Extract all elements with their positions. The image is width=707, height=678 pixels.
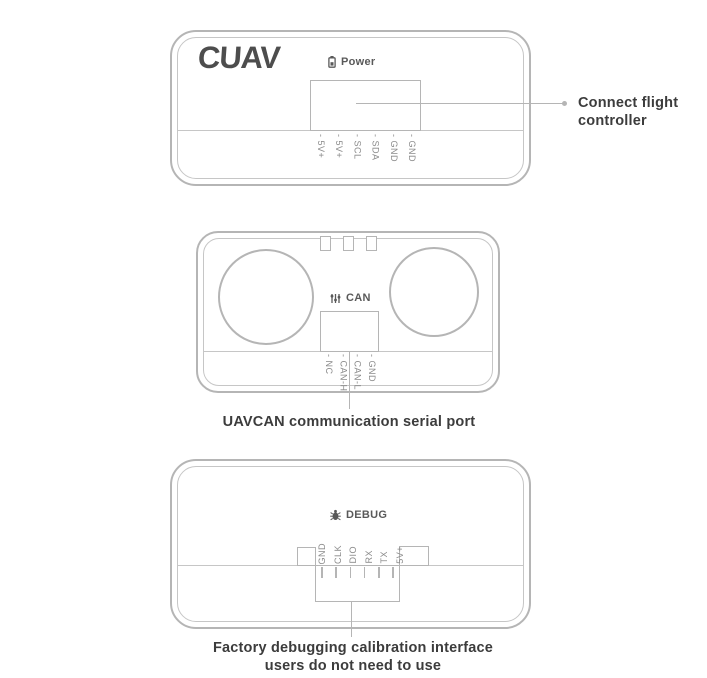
can-port-label: CAN bbox=[330, 292, 371, 304]
mount-tab-1 bbox=[320, 236, 331, 251]
debug-caption-line1: Factory debugging calibration interface bbox=[212, 640, 494, 656]
pin-label: - 5V+ bbox=[315, 134, 326, 159]
can-label-text: CAN bbox=[346, 292, 371, 304]
pin-label: - NC bbox=[323, 354, 334, 375]
mount-tab-2 bbox=[343, 236, 354, 251]
pin-label: GND bbox=[317, 542, 327, 565]
device-power-inner-outline bbox=[177, 37, 524, 179]
pin-label: - CAN-L bbox=[352, 354, 363, 391]
power-port-label: Power bbox=[328, 56, 376, 68]
pin-label: RX bbox=[363, 550, 374, 564]
debug-connector-housing bbox=[315, 565, 400, 602]
pin-label: TX bbox=[379, 551, 390, 564]
device-debug-inner-outline bbox=[177, 466, 524, 622]
connector-pin-tick bbox=[363, 567, 366, 578]
debug-connector-contacts bbox=[321, 567, 394, 578]
mount-tab-3 bbox=[366, 236, 377, 251]
can-pin-row: - NC - CAN-H- CAN-L- GND bbox=[321, 354, 378, 392]
bug-icon bbox=[330, 509, 341, 521]
pin-label: - 5V+ bbox=[334, 134, 345, 159]
debug-caption-line2: users do not need to use bbox=[264, 658, 442, 674]
cuav-logo: CUAV bbox=[196, 40, 281, 75]
pin-label: - SDA bbox=[370, 134, 381, 161]
connector-pin-tick bbox=[378, 567, 380, 578]
debug-connector-right-tab bbox=[399, 546, 429, 566]
debug-label-text: DEBUG bbox=[346, 509, 388, 521]
connector-pin-tick bbox=[321, 567, 323, 578]
pin-label: - GND bbox=[406, 134, 417, 162]
can-connector bbox=[320, 311, 379, 352]
power-label-text: Power bbox=[341, 56, 376, 68]
battery-icon bbox=[328, 56, 336, 68]
can-caption: UAVCAN communication serial port bbox=[222, 414, 476, 430]
debug-pin-row: GND CLK DIO RX TX 5V+ bbox=[317, 526, 406, 565]
can-pointer-line bbox=[349, 352, 350, 409]
pin-label: - GND bbox=[366, 354, 377, 382]
pin-label: - SCL bbox=[352, 134, 363, 160]
debug-pointer-line bbox=[351, 602, 352, 637]
debug-connector-left-tab bbox=[297, 547, 316, 566]
pin-label: DIO bbox=[348, 546, 359, 564]
power-pin-row: - 5V+ - 5V+ - SCL - SDA - GND - GND bbox=[312, 134, 419, 170]
connector-pin-tick bbox=[392, 567, 394, 578]
pin-label: - CAN-H bbox=[338, 354, 349, 392]
pin-label: - GND bbox=[388, 134, 399, 162]
sensor-lens-left bbox=[218, 249, 314, 345]
pin-label: CLK bbox=[332, 544, 343, 564]
connector-pin-tick bbox=[335, 567, 337, 578]
debug-port-label: DEBUG bbox=[330, 509, 387, 521]
pin-label: 5V+ bbox=[395, 546, 406, 564]
power-connector bbox=[310, 80, 421, 131]
tune-icon bbox=[330, 293, 341, 303]
callout-line bbox=[356, 103, 565, 104]
connector-pin-tick bbox=[349, 567, 352, 578]
callout-text: Connect flight controller bbox=[578, 95, 679, 130]
callout-dot bbox=[562, 101, 567, 106]
sensor-lens-right bbox=[389, 247, 479, 337]
